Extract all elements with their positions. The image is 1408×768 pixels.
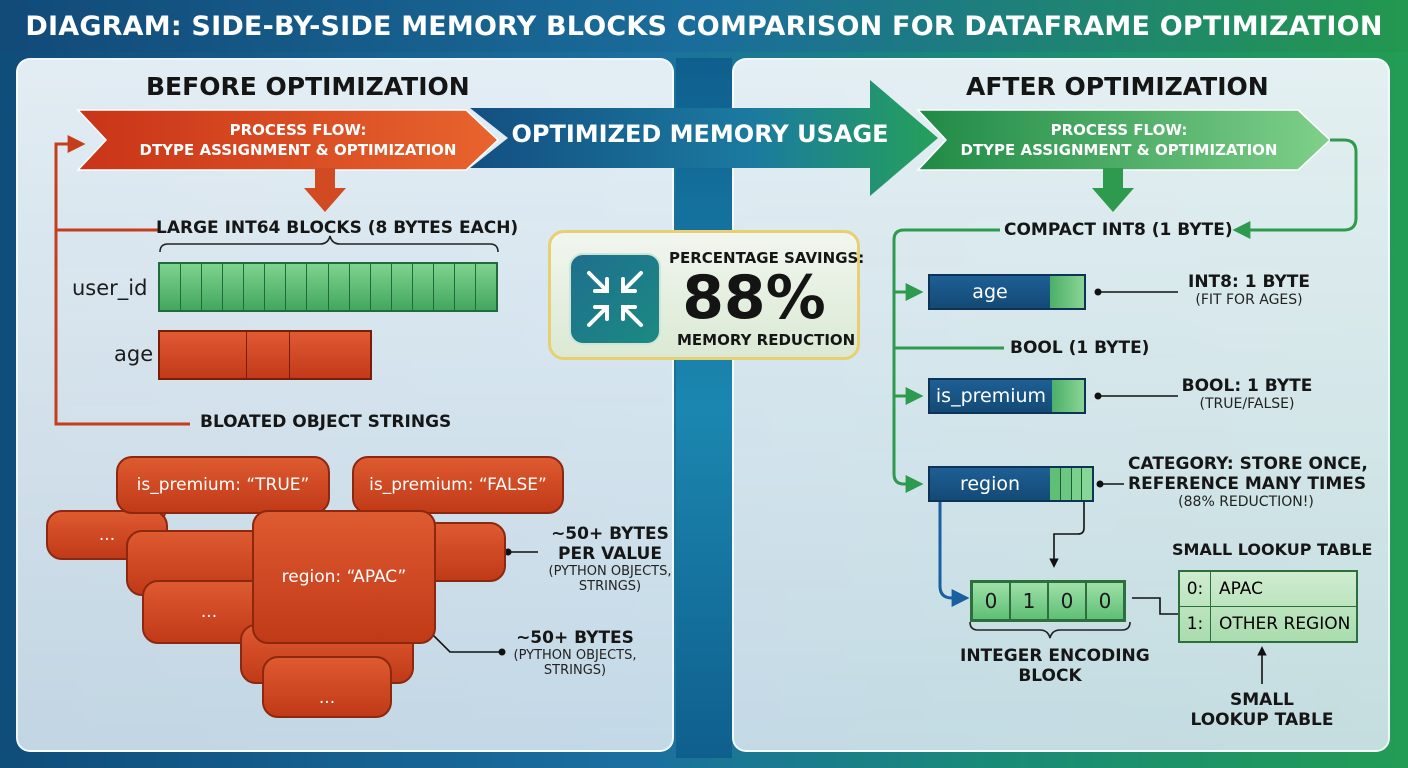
encoding-cell: 0 [972, 582, 1010, 620]
bubble-region: region: “APAC” [252, 510, 436, 644]
after-process-line1: PROCESS FLOW: [1050, 121, 1188, 139]
bool-label: BOOL (1 BYTE) [1010, 338, 1150, 358]
encoding-label: INTEGER ENCODING BLOCK [960, 646, 1150, 686]
savings-value: 88% [682, 263, 826, 333]
before-process-label: PROCESS FLOW: DTYPE ASSIGNMENT & OPTIMIZ… [108, 120, 488, 160]
after-process-label: PROCESS FLOW: DTYPE ASSIGNMENT & OPTIMIZ… [944, 120, 1294, 160]
lookup-row: 1: OTHER REGION [1180, 607, 1356, 641]
premium-bool-block: is_premium [928, 378, 1086, 414]
integer-encoding-block: 0 1 0 0 [970, 580, 1126, 622]
int64-brace [159, 235, 499, 253]
optimized-banner-arrow [470, 80, 938, 196]
lookup-table: 0: APAC 1: OTHER REGION [1178, 570, 1358, 643]
lookup-caption: SMALL LOOKUP TABLE [1190, 690, 1334, 730]
before-down-arrow [304, 168, 346, 212]
field-label-user-id: user_id [72, 276, 148, 300]
region-category-block: region [928, 466, 1094, 502]
int64-label: LARGE INT64 BLOCKS (8 BYTES EACH) [156, 218, 519, 238]
field-label-age-before: age [114, 342, 154, 366]
note-bytes-per-value: ~50+ BYTES PER VALUE (PYTHON OBJECTS, ST… [548, 524, 672, 594]
bubble-premium-true: is_premium: “TRUE” [116, 456, 330, 514]
field-label-region: region [959, 473, 1021, 495]
int8-label: COMPACT INT8 (1 BYTE) [1004, 220, 1233, 240]
encoding-cell: 0 [1086, 582, 1124, 620]
compress-arrows-icon [569, 253, 661, 345]
optimized-banner-text: OPTIMIZED MEMORY USAGE [511, 120, 889, 148]
age-int64-block [158, 330, 372, 380]
lookup-title: SMALL LOOKUP TABLE [1172, 540, 1373, 559]
before-header: BEFORE OPTIMIZATION [146, 72, 470, 101]
encoding-cell: 1 [1010, 582, 1048, 620]
after-process-line2: DTYPE ASSIGNMENT & OPTIMIZATION [960, 141, 1278, 159]
int8-note: INT8: 1 BYTE (FIT FOR AGES) [1188, 272, 1310, 308]
before-process-line1: PROCESS FLOW: [229, 121, 367, 139]
encoding-cell: 0 [1048, 582, 1086, 620]
savings-caption: MEMORY REDUCTION [677, 331, 856, 349]
bool-note: BOOL: 1 BYTE (TRUE/FALSE) [1181, 376, 1313, 412]
before-process-arrow [76, 109, 500, 171]
savings-label: PERCENTAGE SAVINGS: [669, 249, 865, 267]
after-branch-line [892, 228, 1000, 493]
after-process-arrow [916, 109, 1332, 171]
field-label-age-after: age [972, 281, 1008, 303]
after-header: AFTER OPTIMIZATION [966, 72, 1269, 101]
bubble-premium-false: is_premium: “FALSE” [352, 456, 564, 514]
bloated-strings-label: BLOATED OBJECT STRINGS [200, 412, 452, 432]
field-label-premium: is_premium [935, 385, 1047, 407]
user-id-int64-block [158, 262, 498, 312]
before-loop-line [54, 135, 160, 232]
before-process-line2: DTYPE ASSIGNMENT & OPTIMIZATION [139, 141, 457, 159]
title-bar: DIAGRAM: SIDE-BY-SIDE MEMORY BLOCKS COMP… [0, 0, 1408, 52]
savings-card: PERCENTAGE SAVINGS: 88% MEMORY REDUCTION [548, 230, 864, 360]
after-down-arrow [1092, 168, 1134, 212]
category-note: CATEGORY: STORE ONCE, REFERENCE MANY TIM… [1128, 454, 1368, 510]
after-loop-line [1232, 138, 1358, 239]
center-divider [676, 58, 732, 758]
string-bubble: ... [262, 656, 392, 718]
page-title: DIAGRAM: SIDE-BY-SIDE MEMORY BLOCKS COMP… [25, 10, 1383, 42]
age-int8-block: age [928, 274, 1086, 310]
encoding-brace [969, 621, 1131, 639]
note-bytes-objects: ~50+ BYTES (PYTHON OBJECTS, STRINGS) [513, 628, 637, 678]
lookup-row: 0: APAC [1180, 572, 1356, 607]
